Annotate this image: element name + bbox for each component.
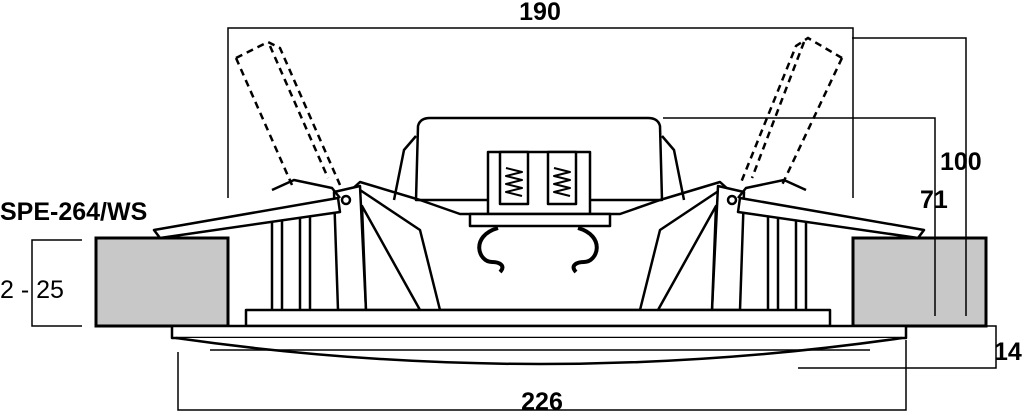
clamp-right-dashed-outer [738,36,843,186]
ceiling-panels [94,236,988,328]
clamp-arm-left [152,196,342,240]
speaker-body [152,116,926,366]
dim-line-71 [663,117,936,316]
pillar-right-tri [656,204,718,312]
clamp-left-dashed-side [268,45,330,179]
ceiling-panel-right [851,236,988,328]
dim-line-100 [852,37,967,316]
clamp-stub-left [271,178,341,199]
clamp-arm-right [736,196,926,240]
dim-line-226 [177,340,907,411]
dim-label-226: 226 [521,388,563,416]
rib-left-2 [298,210,312,314]
dimension-lines [31,27,997,411]
frame-bar [468,212,612,228]
ceiling-panel-left [94,236,230,328]
dim-label-2-25: 2 - 25 [0,276,64,304]
wire-left [477,226,505,274]
clamp-stub-right [737,178,807,199]
rib-right-1 [766,210,780,314]
clamp-left-dashed-outer [235,40,342,186]
spring-left [505,167,523,197]
dim-line-14 [798,325,997,369]
front-rim [170,324,908,340]
body-wall-right [661,135,686,201]
pillar-left-tri [360,204,422,312]
swing-clamps-dashed [234,36,844,186]
dim-label-100: 100 [940,148,982,176]
base-plate [244,308,832,328]
dim-label-71: 71 [920,186,948,214]
pivot-right [726,194,738,206]
front-grille [175,336,903,366]
pivot-left [340,194,352,206]
dim-label-14: 14 [994,338,1022,366]
rib-right-2 [794,210,808,314]
dim-label-190: 190 [519,0,561,26]
wire-right [571,226,599,274]
rib-left-1 [270,210,284,314]
model-label: SPE-264/WS [0,198,147,226]
clamp-left-dashed-inner [234,57,294,186]
dim-line-190 [227,27,854,198]
body-wall-left [392,135,417,201]
dim-line-2-25 [31,239,82,327]
spring-right [553,167,571,197]
clamp-right-dashed-side [750,41,806,179]
